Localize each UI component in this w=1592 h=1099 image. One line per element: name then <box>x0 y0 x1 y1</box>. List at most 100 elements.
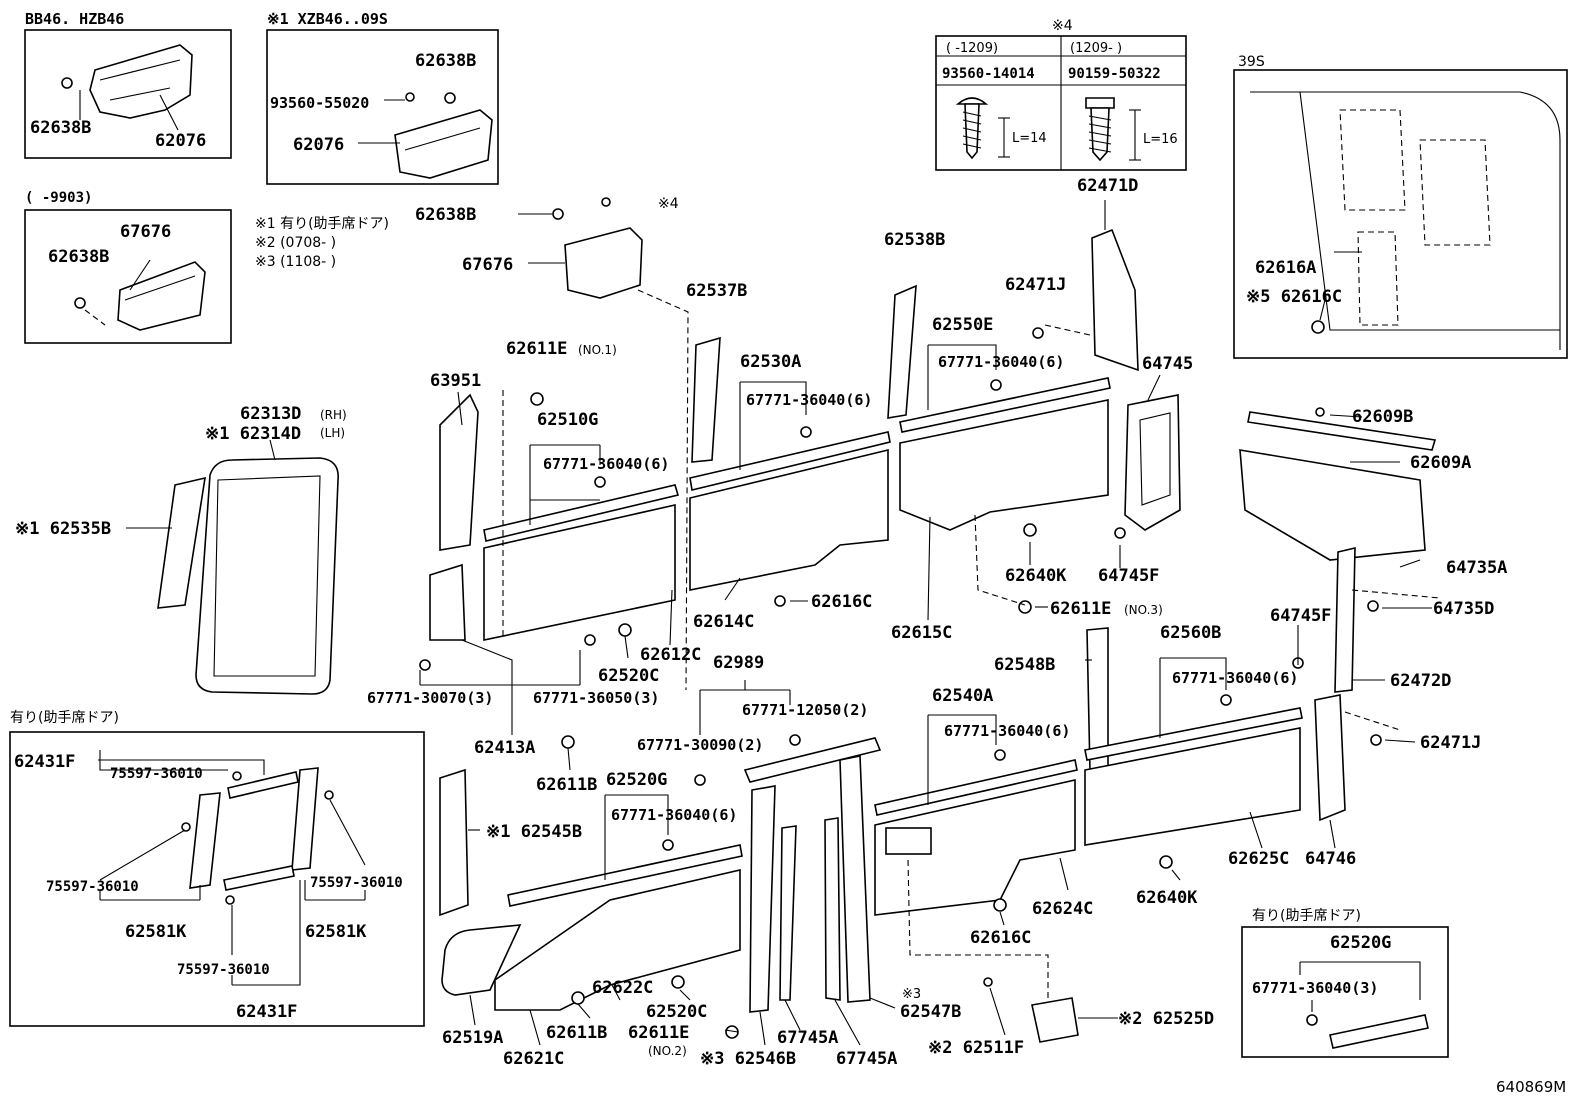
part-label: 62624C <box>1032 899 1093 919</box>
label-note4: ※4 <box>1052 18 1073 34</box>
part-label: 62612C <box>640 645 701 665</box>
part-label: 62471D <box>1077 176 1138 196</box>
part-label: 62431F <box>236 1002 297 1022</box>
label-bb46: BB46. HZB46 <box>25 10 124 28</box>
part-label-sub: (NO.3) <box>1124 603 1163 617</box>
part-label: 62413A <box>474 738 535 758</box>
rail-62530A <box>689 431 891 491</box>
window-62519A <box>441 924 522 996</box>
part-label: 62609B <box>1352 407 1413 427</box>
part-label: 67771-30090(2) <box>637 736 763 754</box>
strip-62538B <box>887 284 917 419</box>
part-label: 62076 <box>293 135 344 155</box>
screw-table-text: ( -1209) (1209- ) 93560-14014 90159-5032… <box>942 41 1178 147</box>
window-62545B <box>439 768 469 917</box>
bracket-62076 <box>89 44 193 119</box>
panel-62624C <box>874 779 1076 916</box>
part-label: 62530A <box>740 352 801 372</box>
part-label: 62616A <box>1255 258 1316 278</box>
part-label: 62638B <box>415 205 476 225</box>
part-label: 62989 <box>713 653 764 673</box>
panel-62612C <box>483 503 676 641</box>
rail-62989 <box>743 737 882 783</box>
part-label: 64746 <box>1305 849 1356 869</box>
rail-62510G <box>483 484 680 542</box>
window-cutout <box>885 827 932 855</box>
part-label: 62611B <box>546 1023 607 1043</box>
part-label: 62431F <box>14 752 75 772</box>
part-label: 62622C <box>592 978 653 998</box>
part-label: 62548B <box>994 655 1055 675</box>
strip-62547B <box>839 755 871 1003</box>
part-label: 67771-36040(6) <box>746 391 872 409</box>
part-labels: 62638B 62076 62638B 93560-55020 62076 67… <box>14 51 1507 1069</box>
part-label: 62547B <box>900 1002 961 1022</box>
part-label: 62076 <box>155 131 206 151</box>
inset-aridoor-left <box>9 731 425 1027</box>
screw-icon <box>405 92 415 102</box>
strip-62546B <box>749 785 776 1013</box>
label-aridoor-right: 有り(助手席ドア) <box>1252 908 1361 924</box>
leader-lines <box>79 90 1432 1046</box>
table-len-1: L=14 <box>1012 131 1047 146</box>
part-label: 67771-36040(3) <box>1252 979 1378 997</box>
bracket-62076-xzb <box>394 109 493 179</box>
part-label-sub: (RH) <box>320 408 347 422</box>
part-label: 75597-36010 <box>46 879 139 895</box>
part-label: 67771-36040(6) <box>611 806 737 824</box>
molding-62431F-b <box>223 865 295 891</box>
screw-icon <box>1085 97 1115 162</box>
window-glass-62313D <box>195 457 339 695</box>
table-part-1: 93560-14014 <box>942 66 1035 82</box>
part-label-sub: (NO.2) <box>648 1044 687 1058</box>
inset-39s <box>1233 69 1568 359</box>
rail-62550E <box>899 377 1111 433</box>
rail-62540A <box>874 759 1078 816</box>
part-label: 64745F <box>1270 606 1331 626</box>
screw-icon <box>983 977 993 987</box>
part-label: 67771-36040(6) <box>938 353 1064 371</box>
part-label: 62581K <box>305 922 367 942</box>
inset-bb46 <box>24 29 232 159</box>
molding-62535B <box>157 476 206 609</box>
part-label: 64745F <box>1098 566 1159 586</box>
table-part-2: 90159-50322 <box>1068 66 1161 82</box>
title-labels: BB46. HZB46 ※1 XZB46..09S ( -9903) ※1 有り… <box>10 10 1566 1096</box>
inset-xzb46 <box>266 29 499 185</box>
part-label: ※3 62546B <box>700 1049 796 1069</box>
part-label: 62616C <box>970 928 1031 948</box>
part-label: ※1 62535B <box>15 519 111 539</box>
table-len-2: L=16 <box>1143 132 1178 147</box>
part-label: 67771-30070(3) <box>367 689 493 707</box>
part-label: ※5 62616C <box>1246 287 1342 307</box>
part-label: 62621C <box>503 1049 564 1069</box>
part-label: 93560-55020 <box>270 94 369 112</box>
part-label: 67676 <box>120 222 171 242</box>
panel-62614C <box>689 448 889 591</box>
part-label: 62640K <box>1005 566 1067 586</box>
part-label: 64735D <box>1433 599 1494 619</box>
part-label: 62640K <box>1136 888 1198 908</box>
rail-62520G-box <box>1329 1014 1429 1049</box>
part-label: 67745A <box>777 1028 838 1048</box>
rail-62609B <box>1247 411 1437 451</box>
part-label: 62540A <box>932 686 993 706</box>
part-label: 62313D <box>240 404 301 424</box>
bracket-62525D <box>1031 997 1079 1043</box>
bracket-67676 <box>117 261 206 331</box>
part-label: ※1 62314D <box>205 424 301 444</box>
part-label: 62550E <box>932 315 993 335</box>
note-2: ※2 (0708- ) <box>255 235 336 251</box>
clip-icon <box>1306 1014 1318 1026</box>
clip-icon <box>61 77 73 89</box>
part-label: 62638B <box>48 247 109 267</box>
header-62609A <box>1239 449 1426 561</box>
part-label: 67771-36040(6) <box>543 455 669 473</box>
part-label: 64735A <box>1446 558 1507 578</box>
part-label: ※2 62525D <box>1118 1009 1214 1029</box>
part-label: 67676 <box>462 255 513 275</box>
note-1: ※1 有り(助手席ドア) <box>255 216 389 232</box>
pillar-62413A <box>429 563 466 641</box>
screw-table <box>935 35 1187 171</box>
